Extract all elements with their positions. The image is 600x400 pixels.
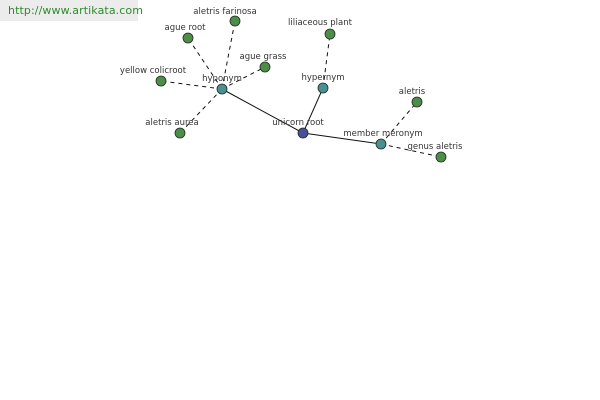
edge-meronym-genus-aletris	[380, 143, 442, 158]
leaf-node-ague-root[interactable]	[182, 32, 194, 44]
leaf-node-yellow-colicroot[interactable]	[155, 75, 167, 87]
leaf-label-yellow-colicroot[interactable]: yellow colicroot	[120, 66, 187, 76]
leaf-node-ague-grass[interactable]	[259, 61, 271, 73]
edge-center-hyponym	[221, 88, 304, 134]
edge-hyponym-yellow-colicroot	[160, 80, 223, 90]
node-layer	[155, 15, 447, 163]
leaf-label-aletris-aurea[interactable]: aletris aurea	[145, 118, 198, 128]
relation-label-hypernym[interactable]: hypernym	[301, 73, 344, 83]
relation-node-hypernym[interactable]	[317, 82, 329, 94]
leaf-label-liliaceous-plant[interactable]: liliaceous plant	[288, 18, 353, 28]
edge-center-meronym	[302, 132, 382, 145]
leaf-label-aletris-farinosa[interactable]: aletris farinosa	[193, 7, 256, 17]
leaf-label-aletris[interactable]: aletris	[399, 87, 426, 97]
edge-hyponym-aletris-farinosa	[221, 20, 236, 90]
leaf-label-genus-aletris[interactable]: genus aletris	[408, 142, 464, 152]
edge-hyponym-ague-grass	[221, 66, 266, 90]
relation-node-hyponym[interactable]	[216, 83, 228, 95]
edge-hypernym-liliaceous-plant	[322, 33, 331, 89]
center-node-label[interactable]: unicorn root	[272, 118, 324, 128]
relation-label-meronym[interactable]: member meronym	[343, 129, 422, 139]
edge-center-hypernym	[302, 87, 324, 134]
leaf-node-aletris-farinosa[interactable]	[229, 15, 241, 27]
site-url-badge[interactable]: http://www.artikata.com	[0, 0, 143, 21]
edge-hyponym-ague-root	[187, 37, 223, 90]
leaf-node-aletris-aurea[interactable]	[174, 127, 186, 139]
leaf-node-aletris[interactable]	[411, 96, 423, 108]
edge-layer	[160, 20, 442, 158]
relation-label-hyponym[interactable]: hyponym	[202, 74, 242, 84]
edge-meronym-aletris	[380, 101, 418, 145]
label-layer: unicorn root hyponym hypernym member merony…	[120, 7, 463, 152]
relation-node-meronym[interactable]	[375, 138, 387, 150]
center-node[interactable]	[297, 127, 309, 139]
edge-hyponym-aletris-aurea	[179, 88, 223, 134]
leaf-label-ague-grass[interactable]: ague grass	[240, 52, 287, 62]
site-url-text[interactable]: http://www.artikata.com	[8, 4, 144, 17]
leaf-label-ague-root[interactable]: ague root	[165, 23, 207, 33]
leaf-node-genus-aletris[interactable]	[435, 151, 447, 163]
leaf-node-liliaceous-plant[interactable]	[324, 28, 336, 40]
